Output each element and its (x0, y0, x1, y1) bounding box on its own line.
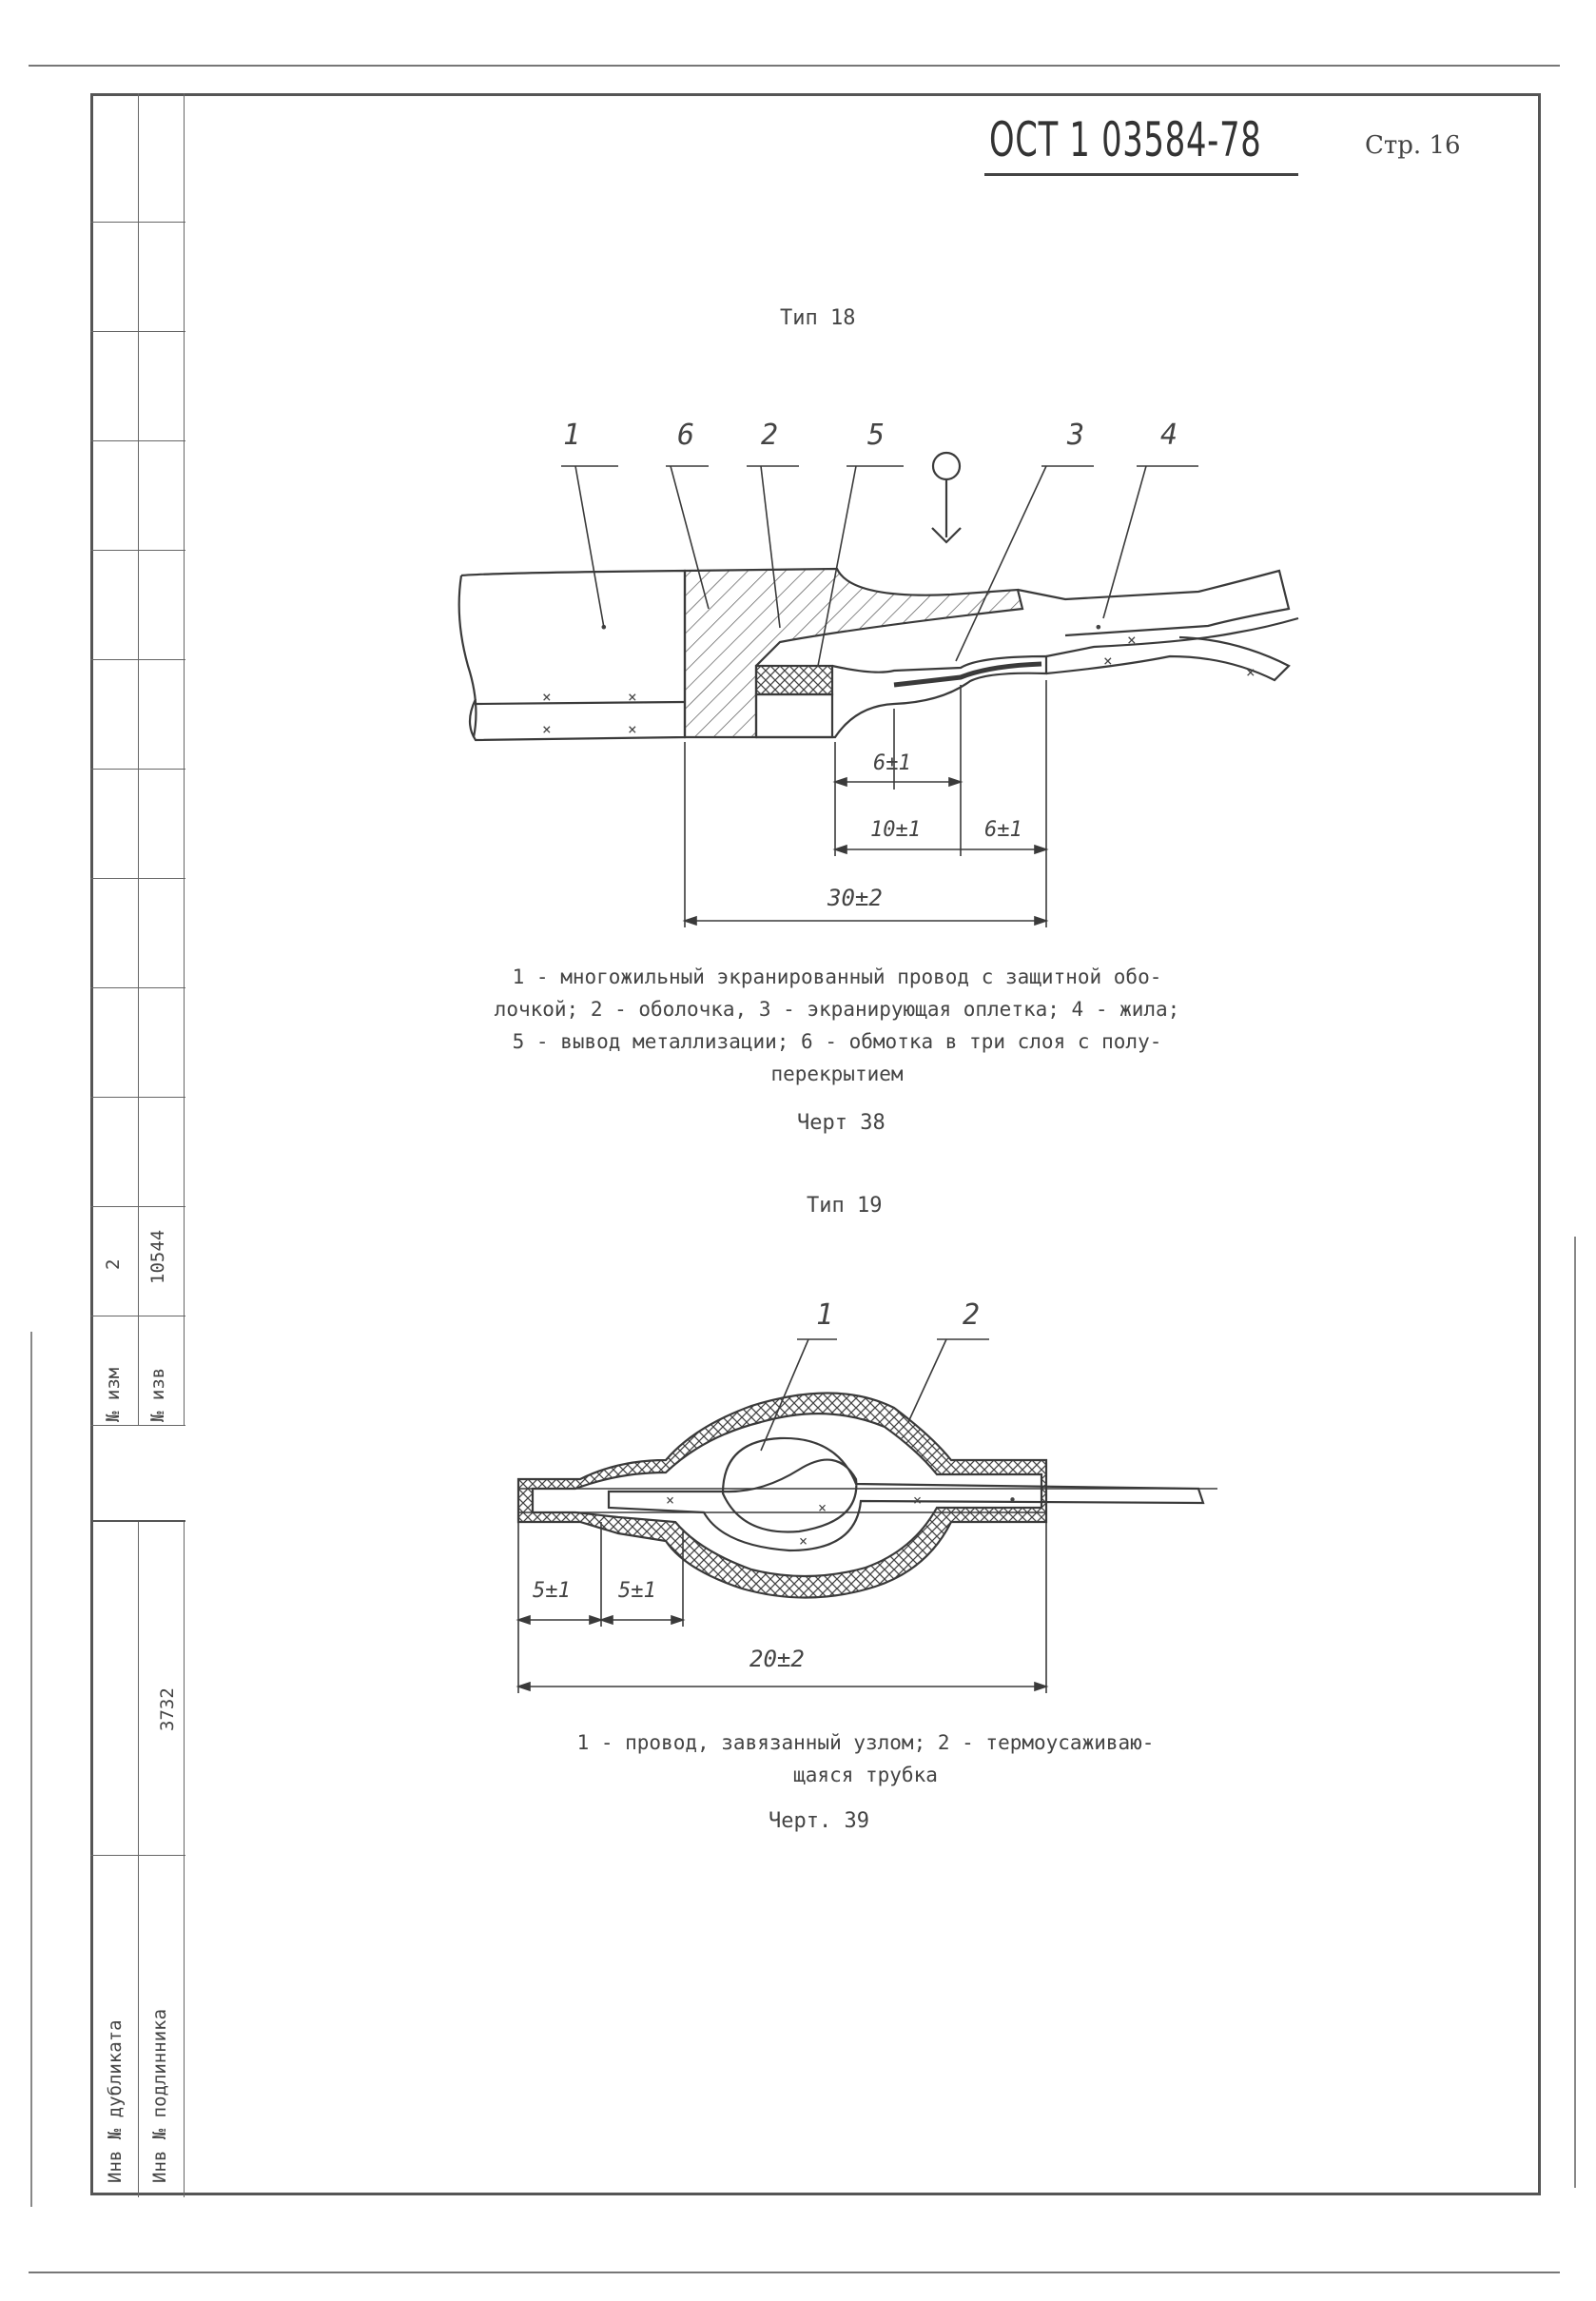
page-border-left (30, 1332, 32, 2207)
figure1-callout-6: 6 (677, 419, 695, 452)
figure1-legend-line-3: 5 - вывод металлизации; 6 - обмотка в тр… (512, 1030, 1162, 1053)
standard-number: ОСТ 1 03584-78 (989, 112, 1262, 167)
figure2-legend: 1 - провод, завязанный узлом; 2 - термоу… (476, 1726, 1255, 1791)
page-border-bottom (29, 2272, 1560, 2273)
figure1-callout-3: 3 (1067, 419, 1085, 452)
svg-text:×: × (666, 1492, 674, 1509)
svg-text:×: × (1246, 663, 1255, 681)
figure2-legend-line-1: 1 - провод, завязанный узлом; 2 - термоу… (576, 1731, 1155, 1754)
figure2-drawing-label: Черт. 39 (769, 1809, 869, 1833)
svg-text:×: × (628, 720, 637, 738)
page-border-top (29, 65, 1560, 67)
figure1-drawing: • × × × × • × × × (457, 451, 1299, 927)
figure2-legend-line-2: щаяся трубка (793, 1764, 938, 1786)
page-number: Стр. 16 (1365, 131, 1461, 160)
svg-text:×: × (1127, 631, 1137, 649)
header-underline (984, 173, 1298, 176)
svg-text:×: × (542, 688, 552, 706)
figure2-dim-middle: 5±1 (618, 1579, 656, 1603)
figure1-dim-middle: 10±1 (870, 818, 921, 842)
svg-text:×: × (818, 1499, 827, 1516)
svg-text:×: × (913, 1492, 922, 1509)
svg-text:•: • (1094, 618, 1103, 636)
figure2-dim-total: 20±2 (749, 1646, 805, 1672)
svg-text:×: × (542, 720, 552, 738)
svg-text:×: × (628, 688, 637, 706)
figure2-callout-2: 2 (963, 1298, 981, 1332)
figure1-legend-line-4: перекрытием (770, 1063, 904, 1085)
figure1-drawing-label: Черт 38 (797, 1111, 886, 1135)
figure1-type-label: Тип 18 (780, 306, 856, 330)
figure1-legend-line-1: 1 - многожильный экранированный провод с… (512, 965, 1162, 988)
figure1-dim-total: 30±2 (827, 885, 883, 911)
margin-stamp-column (90, 93, 185, 1426)
figure1-dim-right: 6±1 (984, 818, 1022, 842)
svg-text:×: × (1103, 652, 1113, 670)
drawing-frame (90, 93, 1541, 2195)
figure1-callout-2: 2 (761, 419, 779, 452)
figure1-legend-line-2: лочкой; 2 - оболочка, 3 - экранирующая о… (494, 998, 1180, 1021)
figure1-dim-inner: 6±1 (873, 751, 911, 775)
figure2-type-label: Тип 19 (807, 1194, 883, 1218)
page-border-right (1574, 1237, 1576, 2188)
figure2-drawing: × × × × • (516, 1338, 1217, 1693)
margin-inventory-block (90, 1520, 185, 2197)
figure1-legend: 1 - многожильный экранированный провод с… (418, 961, 1255, 1090)
figure2-dim-left: 5±1 (533, 1579, 571, 1603)
figure1-callout-4: 4 (1160, 419, 1178, 452)
figure1-callout-5: 5 (867, 419, 886, 452)
svg-text:×: × (799, 1532, 808, 1550)
figure2-callout-1: 1 (816, 1298, 834, 1332)
svg-text:•: • (1008, 1492, 1017, 1509)
figure1-callout-1: 1 (563, 419, 581, 452)
